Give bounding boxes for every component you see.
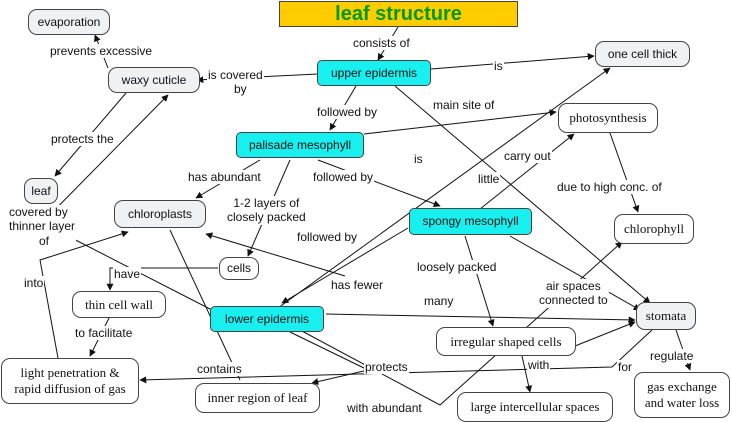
label-covered-by-line2: thinner layer bbox=[9, 219, 76, 234]
node-leaf[interactable]: leaf bbox=[24, 178, 58, 204]
label-is-upper: is bbox=[493, 59, 504, 74]
label-little: little bbox=[477, 172, 501, 187]
label-air-spaces-line2: connected to bbox=[539, 293, 608, 308]
node-photosynthesis[interactable]: photosynthesis bbox=[558, 103, 658, 133]
label-covered-by-thinner: covered by thinner layer of bbox=[8, 205, 77, 249]
label-main-site-of: main site of bbox=[432, 98, 496, 113]
edge-followed-by-2 bbox=[317, 159, 441, 208]
label-loosely-packed: loosely packed bbox=[416, 260, 498, 275]
label-many: many bbox=[423, 294, 455, 309]
diagram-title: leaf structure bbox=[279, 1, 518, 27]
edge-is-lower bbox=[277, 67, 611, 309]
node-waxy-cuticle[interactable]: waxy cuticle bbox=[108, 67, 200, 93]
edge-protects-tail bbox=[311, 369, 369, 385]
label-is-covered-by: is covered by bbox=[207, 68, 264, 97]
label-followed-by-1: followed by bbox=[316, 105, 379, 120]
node-gas-exchange-line1: gas exchange bbox=[647, 379, 717, 395]
label-into: into bbox=[23, 276, 45, 291]
node-spongy-mesophyll[interactable]: spongy mesophyll bbox=[409, 208, 532, 235]
label-consists-of: consists of bbox=[352, 36, 411, 51]
label-air-spaces-line1: air spaces bbox=[546, 279, 601, 293]
node-evaporation[interactable]: evaporation bbox=[28, 9, 110, 35]
label-contains: contains bbox=[196, 362, 243, 377]
label-has-abundant: has abundant bbox=[187, 170, 262, 185]
node-chlorophyll[interactable]: chlorophyll bbox=[614, 214, 694, 244]
label-protects: protects bbox=[364, 360, 409, 375]
node-thin-cell-wall[interactable]: thin cell wall bbox=[72, 291, 166, 318]
label-air-spaces: air spaces connected to bbox=[538, 279, 609, 308]
label-followed-by-2: followed by bbox=[312, 170, 375, 185]
node-chloroplasts[interactable]: chloroplasts bbox=[114, 200, 206, 228]
edge-followed-by-3 bbox=[281, 227, 409, 304]
label-regulate: regulate bbox=[649, 349, 695, 364]
edge-main-site-of bbox=[363, 109, 557, 135]
edge-air-spaces bbox=[509, 235, 641, 311]
label-protects-the: protects the bbox=[50, 132, 115, 147]
node-one-cell-thick[interactable]: one cell thick bbox=[595, 41, 690, 67]
label-layers-line1: 1-2 layers of bbox=[233, 196, 300, 210]
node-irregular-shaped-cells[interactable]: irregular shaped cells bbox=[436, 327, 576, 356]
edge-is-upper bbox=[430, 53, 595, 70]
label-prevents-excessive: prevents excessive bbox=[49, 44, 154, 59]
node-gas-exchange[interactable]: gas exchange and water loss bbox=[634, 372, 730, 418]
edge-loosely-packed bbox=[464, 235, 495, 327]
edge-many bbox=[325, 313, 636, 324]
label-with: with bbox=[527, 358, 551, 373]
label-is-covered-by-line2: by bbox=[234, 82, 247, 97]
edge-into bbox=[39, 230, 129, 359]
label-is-covered-by-line1: is covered bbox=[208, 68, 263, 82]
label-covered-by-line1: covered by bbox=[9, 205, 68, 219]
label-due-to-high-conc: due to high conc. of bbox=[556, 180, 663, 195]
edge-little bbox=[394, 85, 651, 304]
label-have: have bbox=[113, 267, 142, 282]
label-covered-by-line3: of bbox=[39, 233, 50, 248]
label-to-facilitate: to facilitate bbox=[74, 326, 134, 341]
edge-for bbox=[139, 329, 653, 384]
node-lower-epidermis[interactable]: lower epidermis bbox=[210, 306, 324, 332]
label-is-lower: is bbox=[413, 152, 424, 167]
node-gas-exchange-line2: and water loss bbox=[644, 395, 720, 410]
node-inner-region-of-leaf[interactable]: inner region of leaf bbox=[195, 383, 320, 413]
edge-protects bbox=[289, 331, 369, 371]
node-large-intercellular-spaces[interactable]: large intercellular spaces bbox=[457, 392, 613, 422]
node-light-penetration[interactable]: light penetration & rapid diffusion of g… bbox=[1, 358, 139, 404]
node-upper-epidermis[interactable]: upper epidermis bbox=[317, 60, 431, 86]
node-cells[interactable]: cells bbox=[219, 257, 259, 280]
label-with-abundant: with abundant bbox=[346, 401, 423, 416]
label-for: for bbox=[617, 360, 634, 375]
edge-irregular-stomata bbox=[574, 321, 636, 347]
edge-carry-out bbox=[479, 133, 575, 210]
node-palisade-mesophyll[interactable]: palisade mesophyll bbox=[236, 132, 364, 158]
edge-with bbox=[521, 355, 533, 393]
label-layers: 1-2 layers of closely packed bbox=[226, 196, 307, 225]
label-followed-by-3: followed by bbox=[296, 230, 359, 245]
node-light-penetration-line1: light penetration & bbox=[20, 365, 120, 381]
edge-has-fewer bbox=[205, 232, 346, 277]
label-layers-line2: closely packed bbox=[227, 210, 306, 225]
edge-have bbox=[106, 267, 218, 291]
label-carry-out: carry out bbox=[503, 149, 552, 164]
node-stomata[interactable]: stomata bbox=[636, 302, 696, 330]
edge-contains bbox=[169, 229, 241, 381]
label-has-fewer: has fewer bbox=[330, 278, 385, 293]
node-light-penetration-line2: rapid diffusion of gas bbox=[14, 381, 126, 396]
edge-due-to bbox=[609, 132, 640, 213]
